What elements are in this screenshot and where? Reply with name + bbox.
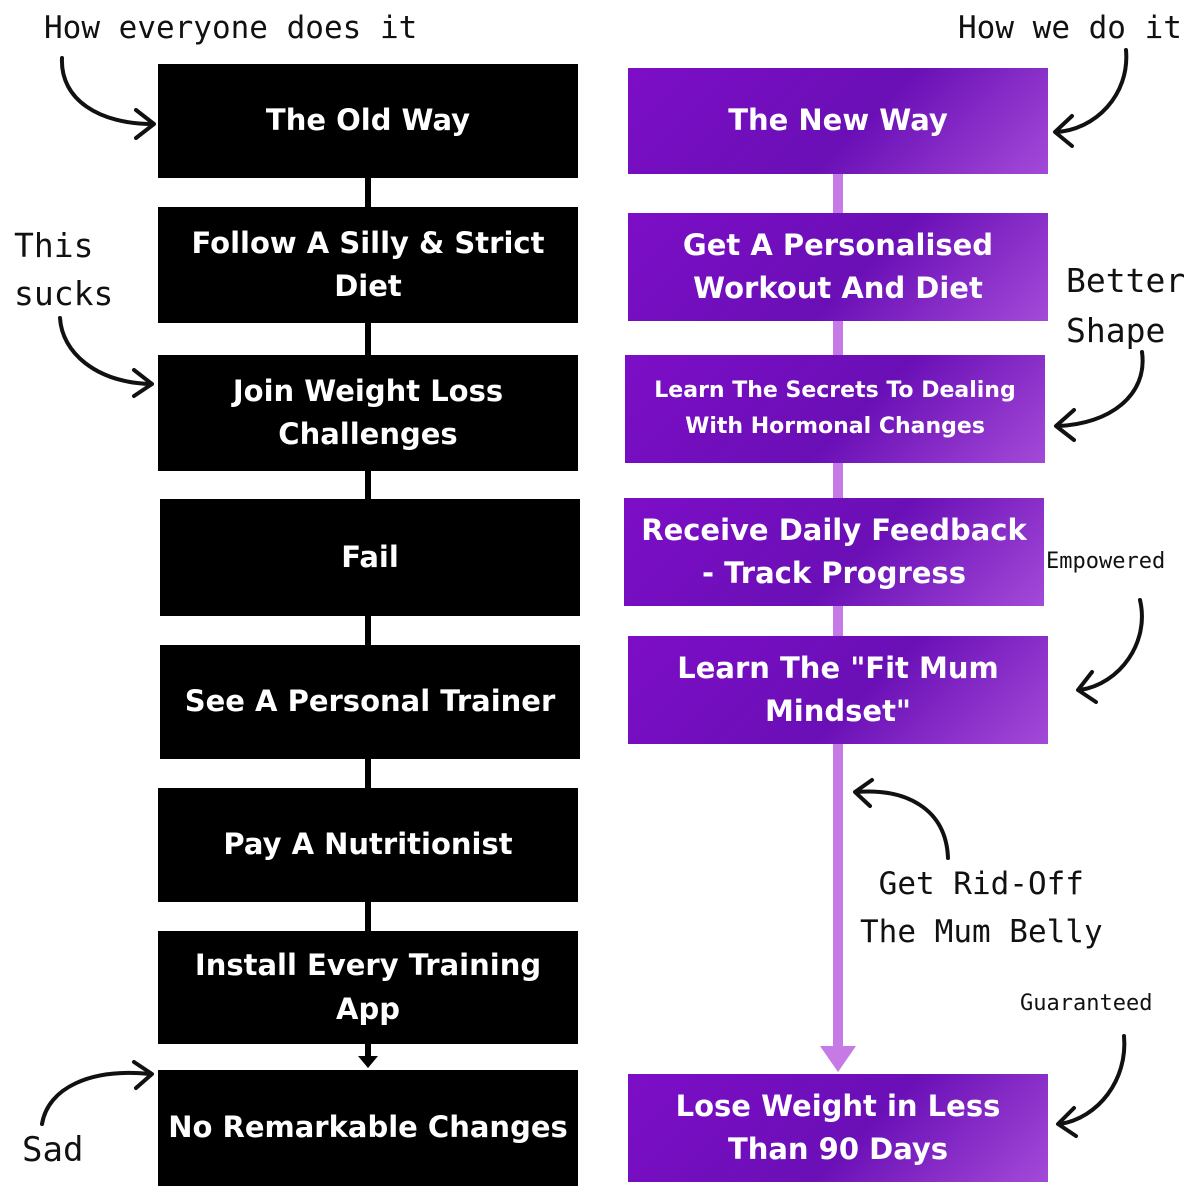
annotation-get-rid-off: Get Rid-Off The Mum Belly bbox=[860, 866, 1103, 951]
arrow-guaranteed bbox=[1058, 1034, 1127, 1126]
annotation-how-everyone: How everyone does it bbox=[44, 10, 418, 46]
old-way-step: Join Weight Loss Challenges bbox=[158, 355, 578, 471]
arrow-how-we-head bbox=[1053, 114, 1074, 148]
annotation-empowered: Empowered bbox=[1046, 549, 1166, 574]
arrow-empowered-head bbox=[1076, 670, 1098, 704]
arrow-this-sucks bbox=[58, 316, 152, 386]
new-way-title: The New Way bbox=[628, 68, 1048, 174]
old-way-final-step: No Remarkable Changes bbox=[158, 1070, 578, 1186]
new-way-step: Receive Daily Feedback - Track Progress bbox=[624, 498, 1044, 606]
new-way-final-step: Lose Weight in Less Than 90 Days bbox=[628, 1074, 1048, 1182]
new-way-step: Learn The Secrets To Dealing With Hormon… bbox=[625, 355, 1045, 463]
old-way-arrowhead bbox=[358, 1056, 378, 1068]
arrow-how-everyone bbox=[59, 56, 154, 126]
arrow-guaranteed-head bbox=[1056, 1106, 1078, 1138]
annotation-sad: Sad bbox=[22, 1130, 84, 1170]
arrow-get-rid-off-head bbox=[853, 778, 874, 808]
arrow-better-shape bbox=[1056, 350, 1145, 428]
old-way-step: See A Personal Trainer bbox=[160, 645, 580, 759]
annotation-how-we: How we do it bbox=[958, 10, 1182, 46]
annotation-better-shape: Better Shape bbox=[1066, 261, 1186, 350]
arrow-empowered bbox=[1078, 598, 1144, 692]
arrow-how-everyone-head bbox=[134, 108, 156, 140]
arrow-sad bbox=[40, 1071, 152, 1126]
arrow-better-shape-head bbox=[1054, 408, 1076, 442]
new-way-step: Get A Personalised Workout And Diet bbox=[628, 213, 1048, 321]
arrow-how-we bbox=[1054, 48, 1129, 134]
annotation-this-sucks: This sucks bbox=[14, 226, 114, 313]
old-way-step: Follow A Silly & Strict Diet bbox=[158, 207, 578, 323]
old-way-step: Pay A Nutritionist bbox=[158, 788, 578, 902]
new-way-step: Learn The "Fit Mum Mindset" bbox=[628, 636, 1048, 744]
arrow-this-sucks-head bbox=[132, 368, 154, 398]
old-way-title: The Old Way bbox=[158, 64, 578, 178]
arrow-sad-head bbox=[132, 1060, 154, 1090]
arrow-get-rid-off bbox=[854, 789, 950, 860]
annotation-guaranteed: Guaranteed bbox=[1020, 991, 1153, 1016]
old-way-step: Install Every Training App bbox=[158, 931, 578, 1044]
new-way-arrowhead bbox=[820, 1046, 856, 1072]
old-way-step: Fail bbox=[160, 499, 580, 616]
